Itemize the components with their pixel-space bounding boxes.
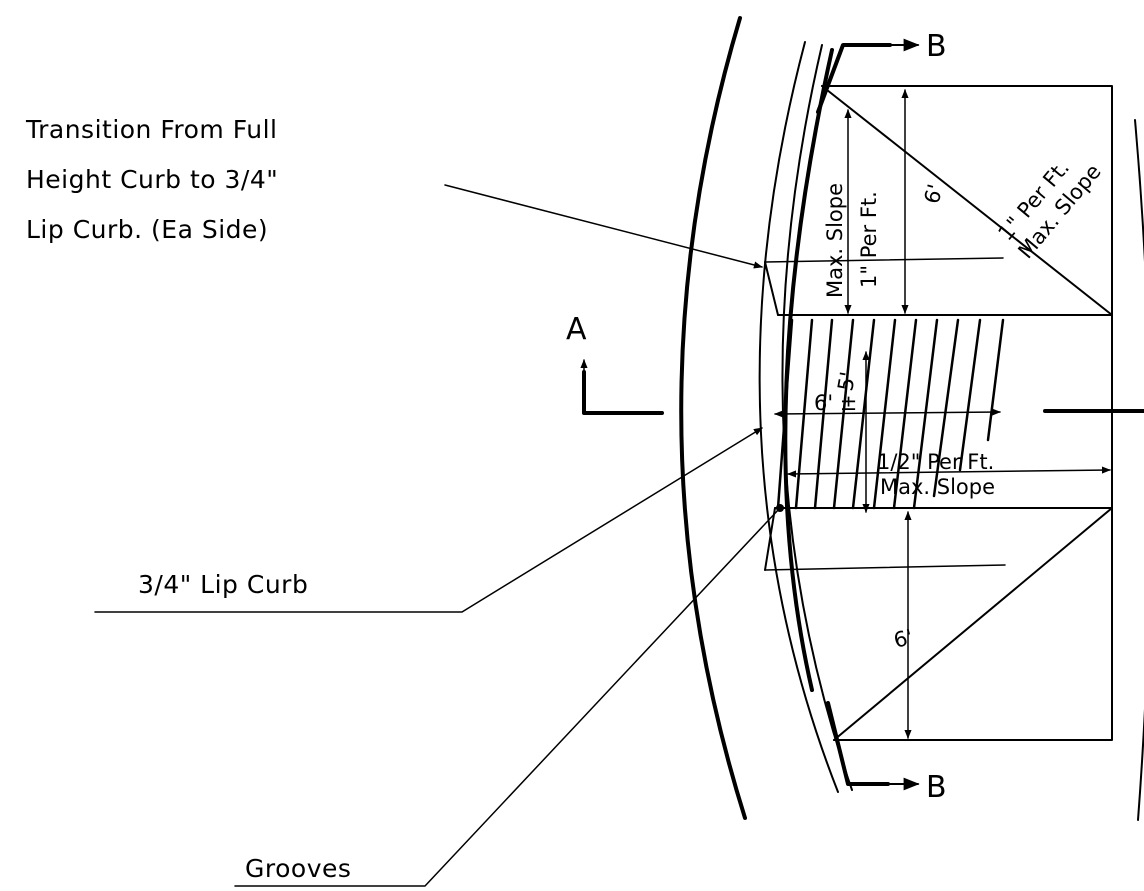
transition-note-line2: Height Curb to 3/4" [26,165,278,194]
section-b-top-mark [816,43,892,114]
ramp-length-dimension: 6' ± [814,391,857,415]
section-b-bottom-mark [826,701,890,786]
bottom-flare-dimension: 6' [891,625,916,653]
grooves-leader [234,507,781,887]
section-letters: A B B [566,29,947,805]
leader-lines [94,184,784,887]
ramp-width-dimension: 5' [833,370,860,393]
transition-leader [444,184,763,269]
top-flare-diagonal [821,85,1113,316]
transition-note-line1: Transition From Full [25,115,277,144]
curb-back-line-outer [781,44,853,791]
ramp-slope-line1: 1/2" Per Ft. [877,450,994,474]
lip-curb-leader [94,427,763,613]
bottom-flare-diagonal [833,507,1113,741]
top-transition [764,261,779,316]
top-side-slope-line2: 1" Per Ft. [857,191,881,288]
lip-curb-note: 3/4" Lip Curb [138,570,308,599]
curb-face-line [758,41,839,793]
section-b-bottom-label: B [926,770,947,805]
dimension-labels: 6' 6' 5' 6' ± [814,182,948,653]
bottom-transition [764,507,776,571]
callouts: Transition From Full Height Curb to 3/4"… [25,115,351,883]
dimension-lines [774,89,1111,739]
top-flare-dimension: 6' [920,182,948,207]
section-a-label: A [566,312,587,347]
section-a-left-mark [582,370,664,415]
roadway-edge-line [679,16,747,820]
ramp-outline [764,85,1113,741]
curb-lines [679,16,1144,821]
section-marks [580,38,1144,791]
grooves-note: Grooves [245,854,351,883]
ramp-slope-line2: Max. Slope [880,475,995,499]
section-b-top-label: B [926,29,947,64]
sidewalk-edge-line [1134,119,1144,821]
grooves-leader-dot [776,504,784,512]
transition-note-line3: Lip Curb. (Ea Side) [26,215,268,244]
top-side-slope-line1: Max. Slope [823,183,847,298]
